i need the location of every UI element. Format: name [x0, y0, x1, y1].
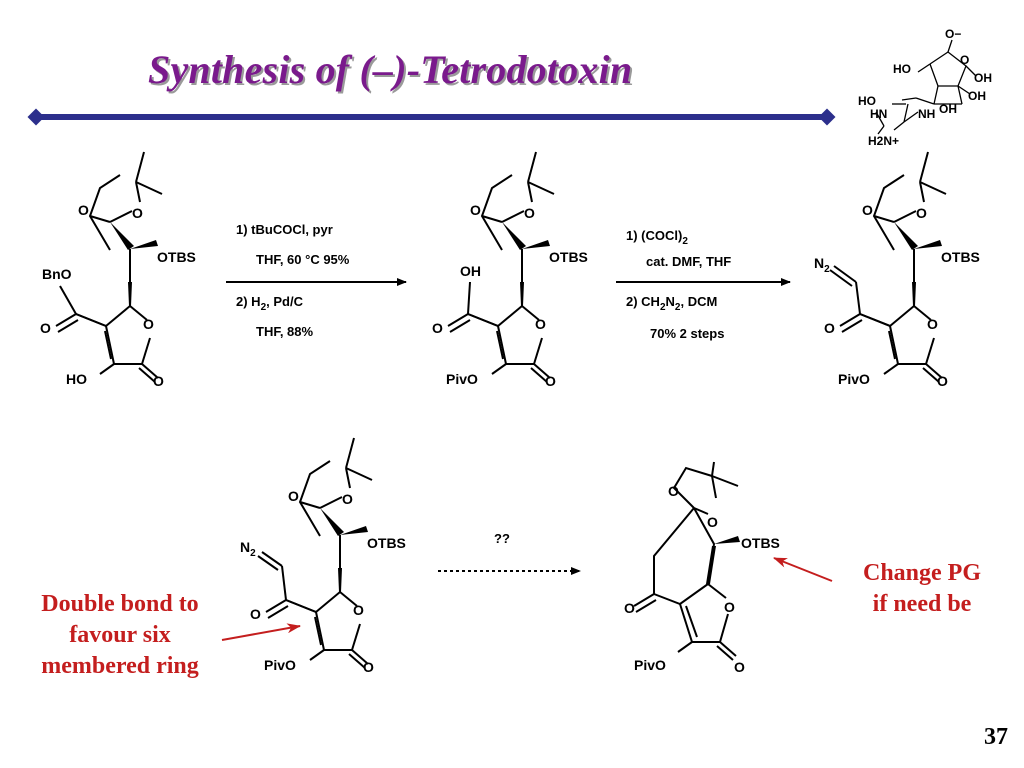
slide-title: Synthesis of (–)-Tetrodotoxin [148, 47, 633, 92]
step-2: 1) (COCl)2 cat. DMF, THF 2) CH2N2, DCM 7… [616, 228, 791, 341]
c1-lactone-o: O [153, 373, 164, 389]
compound-2-acid: O O OTBS OH O O PivO O [432, 151, 588, 389]
c2-acid-o: O [432, 320, 443, 336]
step-3: ?? [438, 531, 581, 575]
step1-line4: THF, 88% [256, 324, 314, 339]
c4-acetonide-o-top: O [288, 488, 299, 504]
ttx-label-oh-3: OH [939, 102, 957, 116]
c2-otbs: OTBS [549, 249, 588, 265]
c1-acetonide-o-top: O [78, 202, 89, 218]
c5-otbs: OTBS [741, 535, 780, 551]
annotation-arrow-right [773, 557, 833, 582]
c5-ring-o: O [724, 599, 735, 615]
c2-acetonide-o-right: O [524, 205, 535, 221]
ttx-label-oh-1: OH [974, 71, 992, 85]
c3-lactone-o: O [937, 373, 948, 389]
tetrodotoxin-structure: O− HO O OH OH HO HN NH OH H2N+ [858, 27, 992, 148]
annotation-left-line-3: membered ring [41, 653, 199, 679]
c3-otbs: OTBS [941, 249, 980, 265]
c4-lactone-o: O [363, 659, 374, 675]
c2-ring-o: O [535, 316, 546, 332]
step1-line1: 1) tBuCOCl, pyr [236, 222, 333, 237]
c5-acetonide-o-right: O [707, 514, 718, 530]
c5-pivo: PivO [634, 657, 666, 673]
c4-otbs: OTBS [367, 535, 406, 551]
c3-n2: N2 [814, 255, 830, 275]
step2-line2: cat. DMF, THF [646, 254, 731, 269]
step3-label: ?? [494, 531, 510, 546]
title-rule [36, 114, 828, 120]
c4-ketone-o: O [250, 606, 261, 622]
c1-ester-o: O [40, 320, 51, 336]
c5-acetonide-o-top: O [668, 483, 679, 499]
c1-ring-o: O [143, 316, 154, 332]
annotation-change-pg: Change PG if need be [840, 558, 1004, 620]
c2-oh: OH [460, 263, 481, 279]
ttx-label-ho-1: HO [893, 62, 911, 76]
ttx-label-ho-2: HO [858, 94, 876, 108]
step1-line3: 2) H2, Pd/C [236, 294, 304, 313]
compound-3-diazoketone: O O OTBS N2 O O PivO O [814, 151, 980, 389]
annotation-double-bond: Double bond to favour six membered ring [18, 589, 222, 682]
c4-ring-o: O [353, 602, 364, 618]
ttx-label-o-minus: O− [945, 27, 961, 41]
annotation-left-line-2: favour six [69, 622, 171, 648]
ttx-label-h2n-plus: H2N+ [868, 134, 899, 148]
ttx-label-nh: NH [918, 107, 935, 121]
step-1: 1) tBuCOCl, pyr THF, 60 °C 95% 2) H2, Pd… [226, 222, 407, 339]
c3-acetonide-o-top: O [862, 202, 873, 218]
c1-acetonide-o-right: O [132, 205, 143, 221]
c4-pivo: PivO [264, 657, 296, 673]
c1-otbs: OTBS [157, 249, 196, 265]
annotation-arrow-left [221, 623, 301, 641]
compound-4-diazoketone: O O OTBS N2 O O PivO O [240, 437, 406, 675]
c4-n2: N2 [240, 539, 256, 559]
annotation-right-line-2: if need be [872, 591, 972, 617]
c2-pivo: PivO [446, 371, 478, 387]
ttx-label-oh-2: OH [968, 89, 986, 103]
c3-pivo: PivO [838, 371, 870, 387]
c3-ketone-o: O [824, 320, 835, 336]
page-number: 37 [984, 724, 1008, 750]
step2-line1: 1) (COCl)2 [626, 228, 688, 247]
annotation-right-line-1: Change PG [862, 560, 981, 586]
c5-lactone-o: O [734, 659, 745, 675]
c2-acetonide-o-top: O [470, 202, 481, 218]
ttx-label-o-ring: O [960, 53, 969, 67]
c2-lactone-o: O [545, 373, 556, 389]
c1-bno: BnO [42, 266, 72, 282]
c1-ho: HO [66, 371, 87, 387]
step2-line4: 70% 2 steps [650, 326, 724, 341]
ttx-label-hn: HN [870, 107, 887, 121]
c5-ketone-o: O [624, 600, 635, 616]
c4-acetonide-o-right: O [342, 491, 353, 507]
compound-1-benzyl-ester: O O OTBS BnO O O HO O [40, 151, 196, 389]
step2-line3: 2) CH2N2, DCM [626, 294, 717, 313]
c3-acetonide-o-right: O [916, 205, 927, 221]
annotation-left-line-1: Double bond to [41, 591, 199, 617]
c3-ring-o: O [927, 316, 938, 332]
step1-line2: THF, 60 °C 95% [256, 252, 350, 267]
compound-5-bicyclic-target: O O OTBS O O PivO O [624, 461, 780, 675]
